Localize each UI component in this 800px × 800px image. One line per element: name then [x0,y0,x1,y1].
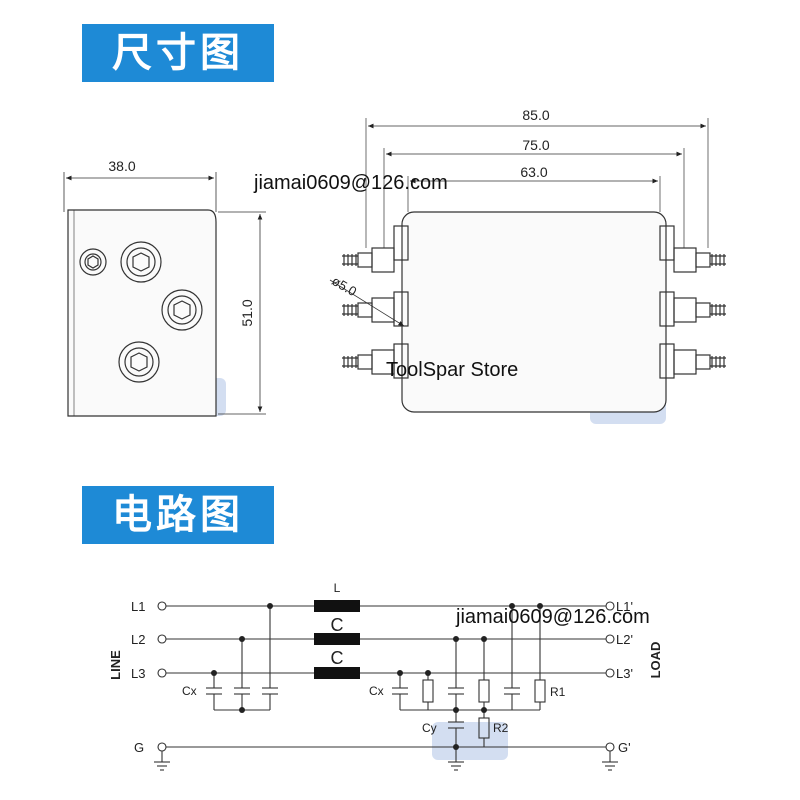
length-total-label: 85.0 [522,107,549,123]
input-label-l3: L3 [131,666,145,681]
top-view [329,118,726,413]
terminal-large [161,289,203,331]
choke-c1-label: C [331,615,344,635]
output-label-l3: L3' [616,666,633,681]
email-watermark-bottom: jiamai0609@126.com [456,606,650,628]
cx-right-label: Cx [369,684,384,698]
output-label-l2: L2' [616,632,633,647]
dimension-drawing-heading: 尺寸图 [82,24,274,82]
inductor-label: L [334,581,341,595]
input-label-l1: L1 [131,599,145,614]
ground-out-label: G' [618,740,631,755]
terminal-large [118,341,160,383]
circuit-diagram-heading: 电路图 [82,486,274,544]
choke-c2-label: C [331,648,344,668]
terminal-large [120,241,162,283]
r1-label: R1 [550,685,566,699]
side-view [63,172,266,417]
email-watermark-top: jiamai0609@126.com [254,172,448,194]
left-studs [342,247,395,375]
cx-left-label: Cx [182,684,197,698]
r2-label: R2 [493,721,509,735]
seal-watermark [432,722,508,760]
terminal-small [79,248,107,276]
ground-in-label: G [134,740,144,755]
store-watermark: ToolSpar Store [386,359,519,381]
cy-label: Cy [422,721,437,735]
length-mid-label: 75.0 [522,137,549,153]
line-side-label: LINE [108,650,123,680]
load-side-label: LOAD [648,642,663,679]
common-mode-choke [314,600,360,679]
junction-dots [211,603,543,750]
output-label-l1: L1' [616,599,633,614]
length-body-label: 63.0 [520,164,547,180]
side-width-label: 38.0 [108,158,135,174]
input-label-l2: L2 [131,632,145,647]
side-height-label: 51.0 [239,299,255,326]
right-studs [673,247,726,375]
